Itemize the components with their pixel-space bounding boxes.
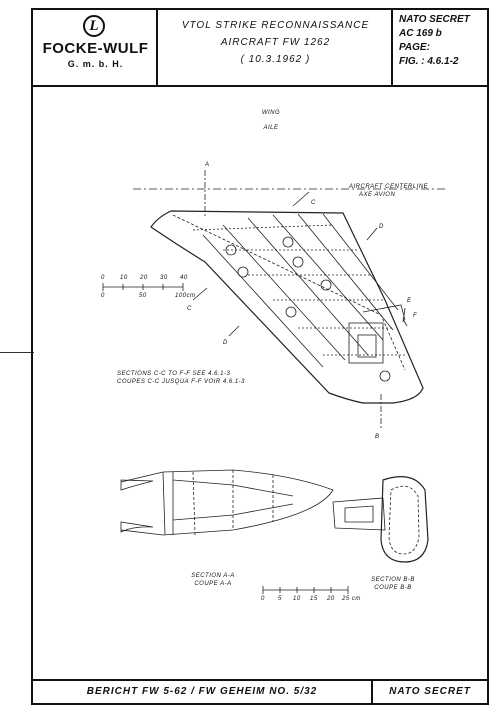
- scale-bar-bottom: [262, 586, 349, 594]
- classification-line-2: AC 169 b: [399, 28, 442, 39]
- classification-line-4: FIG. : 4.6.1-2: [399, 56, 459, 67]
- cut-label-c-lower: C: [187, 306, 192, 312]
- section-aa-title: SECTION A-A: [191, 573, 235, 579]
- cut-line-c-lower: [192, 287, 208, 301]
- scale-bottom-tick-10: 10: [293, 596, 301, 602]
- scale-top-tick-40: 40: [180, 275, 188, 281]
- wing-title: WING: [261, 110, 281, 116]
- footer: BERICHT FW 5-62 / FW GEHEIM NO. 5/32 NAT…: [33, 679, 487, 703]
- scale-bottom-tick-20: 20: [327, 596, 335, 602]
- classification-line-1: NATO SECRET: [399, 14, 470, 25]
- section-b-b-drawing: [332, 476, 429, 563]
- section-a-a-drawing: [120, 469, 334, 536]
- classification-line-3: PAGE:: [399, 42, 430, 53]
- scale-top-low-0: 0: [101, 293, 105, 299]
- cut-label-d-upper: D: [379, 224, 384, 230]
- scale-top-tick-30: 30: [160, 275, 168, 281]
- cut-line-c-upper: [292, 191, 310, 207]
- footer-classification: NATO SECRET: [389, 686, 471, 697]
- title-block: L FOCKE-WULF G. m. b. H. VTOL STRIKE REC…: [33, 10, 487, 87]
- cut-label-c-upper: C: [311, 200, 316, 206]
- cut-label-d-lower: D: [223, 340, 228, 346]
- drawing-sheet: L FOCKE-WULF G. m. b. H. VTOL STRIKE REC…: [31, 8, 489, 705]
- margin-line: [0, 352, 34, 353]
- classification-cell: NATO SECRET AC 169 b PAGE: FIG. : 4.6.1-…: [393, 10, 487, 85]
- section-note: SECTIONS C-C TO F-F SEE 4.6.1-3: [117, 371, 231, 377]
- cut-line-d-lower: [228, 325, 240, 337]
- cut-line-d-upper: [366, 227, 378, 241]
- centerline-label: AIRCRAFT CENTERLINE: [349, 184, 429, 190]
- scale-top-low-100: 100cm: [175, 293, 196, 299]
- wing-drawing: [102, 170, 448, 594]
- cut-label-f: F: [413, 313, 418, 319]
- scale-bar-top: [102, 283, 184, 291]
- company-name: FOCKE-WULF: [42, 40, 149, 57]
- report-reference: BERICHT FW 5-62 / FW GEHEIM NO. 5/32: [33, 681, 373, 703]
- cut-label-e: E: [407, 298, 412, 304]
- cut-line-f: [402, 318, 408, 327]
- scale-bottom-tick-0: 0: [261, 596, 265, 602]
- scale-bottom-tick-5: 5: [278, 596, 282, 602]
- centerline-label-fr: AXE AVION: [359, 192, 396, 198]
- company-cell: L FOCKE-WULF G. m. b. H.: [33, 10, 158, 85]
- document-title-cell: VTOL STRIKE RECONNAISSANCE AIRCRAFT FW 1…: [158, 10, 393, 85]
- scale-bottom-tick-25: 25 cm: [342, 596, 361, 602]
- section-aa-title-fr: COUPE A-A: [194, 581, 232, 587]
- section-note-fr: COUPES C-C JUSQUA F-F VOIR 4.6.1-3: [117, 379, 246, 385]
- wing-planform: [150, 210, 424, 404]
- scale-top-tick-20: 20: [140, 275, 148, 281]
- wing-title-fr: AILE: [263, 125, 279, 131]
- scale-top-low-50: 50: [139, 293, 147, 299]
- cut-label-b: B: [375, 434, 380, 440]
- section-bb-title-fr: COUPE B-B: [374, 585, 412, 591]
- title-line-3: ( 10.3.1962 ): [240, 54, 311, 65]
- cut-label-a: A: [205, 162, 210, 168]
- title-line-2: AIRCRAFT FW 1262: [220, 37, 331, 48]
- scale-top-tick-0: 0: [101, 275, 105, 281]
- company-form: G. m. b. H.: [67, 59, 124, 69]
- title-line-1: VTOL STRIKE RECONNAISSANCE: [181, 20, 370, 31]
- section-bb-title: SECTION B-B: [371, 577, 415, 583]
- scale-top-tick-10: 10: [120, 275, 128, 281]
- company-logo: L: [83, 15, 105, 37]
- scale-bottom-tick-15: 15: [310, 596, 318, 602]
